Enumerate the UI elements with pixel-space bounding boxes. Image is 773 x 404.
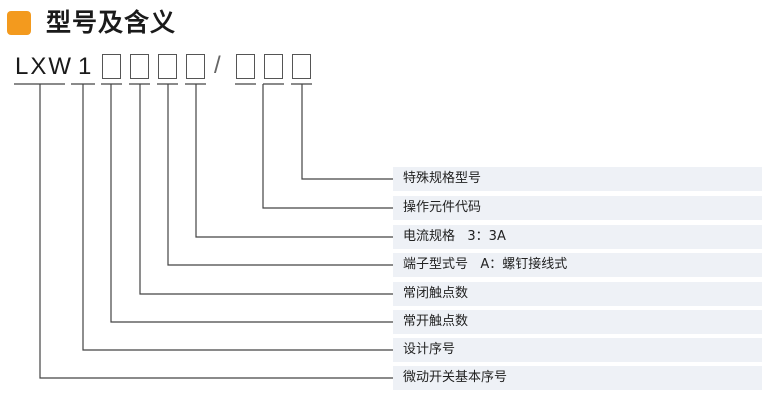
meaning-terminal-type: 端子型式号 A：螺钉接线式	[393, 253, 762, 277]
header-accent-square	[7, 11, 31, 35]
code-box-terminal	[158, 54, 177, 79]
meaning-design-serial: 设计序号	[393, 338, 762, 362]
section-title: 型号及含义	[46, 8, 177, 37]
code-box-actuator	[236, 54, 255, 79]
meaning-special-model: 特殊规格型号	[393, 167, 762, 191]
connector-terminal	[167, 84, 393, 266]
connector-nc	[139, 84, 393, 295]
meaning-actuator-code: 操作元件代码	[393, 196, 762, 220]
connector-actuator	[262, 84, 393, 209]
code-box-current	[186, 54, 205, 79]
meaning-no-contacts: 常开触点数	[393, 310, 762, 334]
meaning-nc-contacts: 常闭触点数	[393, 282, 762, 306]
connector-special	[301, 84, 393, 180]
connector-base	[39, 84, 393, 379]
connector-design	[82, 84, 393, 351]
connector-no	[110, 84, 393, 323]
meaning-current-rating: 电流规格 3：3A	[393, 225, 762, 249]
code-box-special	[292, 54, 311, 79]
meaning-base-serial: 微动开关基本序号	[393, 366, 762, 390]
code-box-contacts-nc	[130, 54, 149, 79]
code-separator: /	[214, 52, 221, 79]
code-digit: 1	[78, 53, 94, 80]
connector-current	[195, 84, 393, 238]
code-box-contacts-no	[102, 54, 121, 79]
code-prefix: LXW	[15, 53, 74, 80]
code-box-spare	[264, 54, 283, 79]
